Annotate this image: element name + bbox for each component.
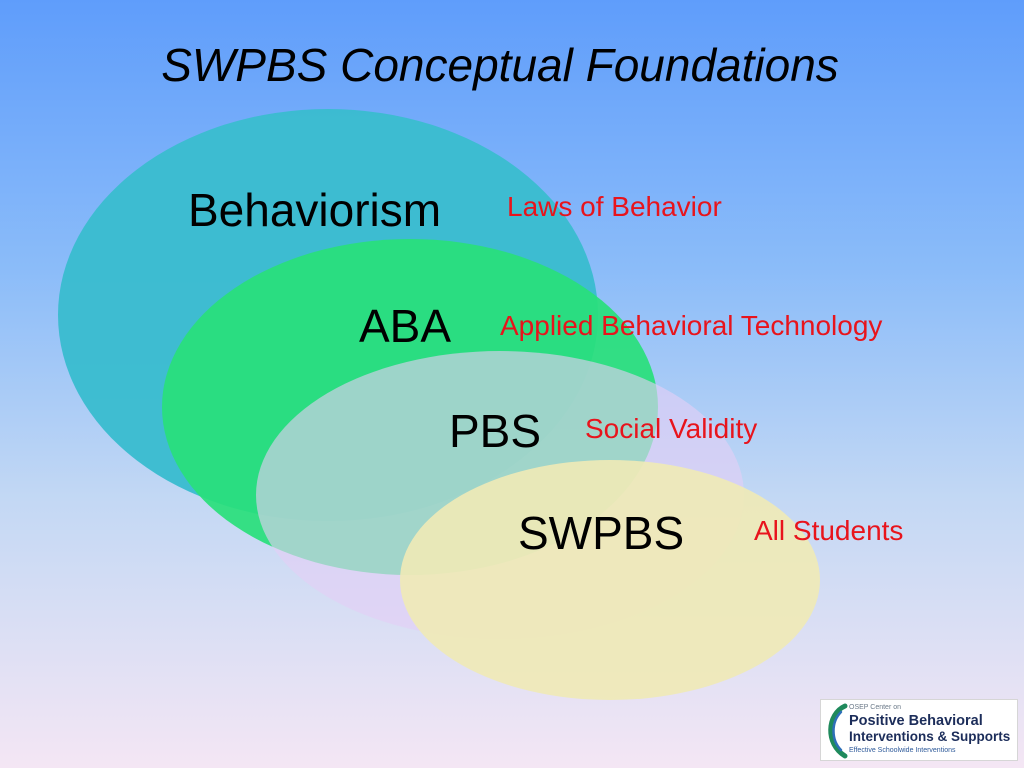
pbis-logo: OSEP Center on Positive Behavioral Inter… (820, 699, 1018, 761)
logo-line-effective: Effective Schoolwide Interventions (849, 747, 956, 754)
logo-line-interventions: Interventions & Supports (849, 729, 1011, 744)
ellipse-swpbs (400, 460, 820, 700)
label-aba: ABA (359, 300, 452, 352)
label-swpbs: SWPBS (518, 507, 685, 559)
desc-aba: Applied Behavioral Technology (500, 310, 883, 341)
desc-swpbs: All Students (754, 515, 904, 546)
logo-swoosh-icon (828, 703, 848, 759)
label-pbs: PBS (449, 405, 542, 457)
desc-behaviorism: Laws of Behavior (507, 191, 722, 222)
label-behaviorism: Behaviorism (188, 184, 442, 236)
logo-line-positive: Positive Behavioral (849, 713, 983, 729)
desc-pbs: Social Validity (585, 413, 758, 444)
slide-title: SWPBS Conceptual Foundations (161, 39, 839, 91)
logo-line-osep: OSEP Center on (849, 704, 902, 711)
